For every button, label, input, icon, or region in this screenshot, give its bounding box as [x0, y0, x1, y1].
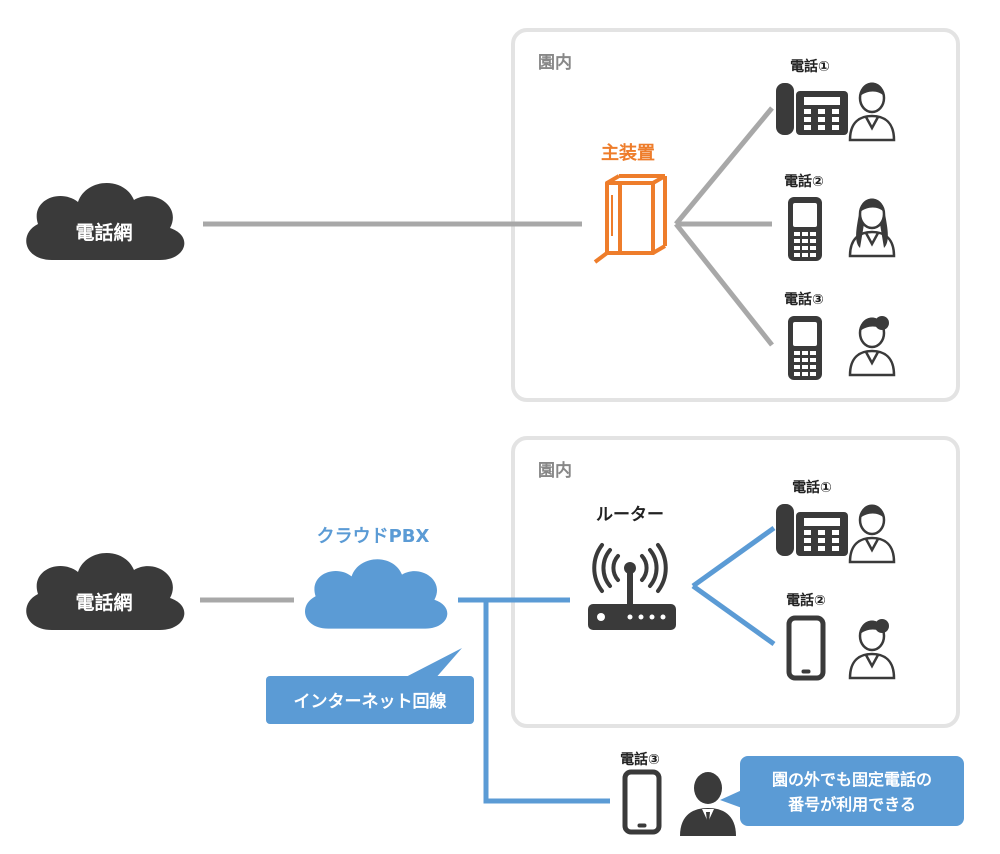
- top-person-3: [848, 316, 896, 377]
- outside-phone-label: 電話③: [620, 751, 660, 768]
- top-phone-2-label: 電話②: [784, 173, 824, 190]
- router-branch-lines: [691, 525, 776, 647]
- top-phone-3: [788, 316, 822, 380]
- bottom-zone-box: [511, 436, 960, 728]
- outside-note-line1: 園の外でも固定電話の: [772, 770, 932, 789]
- top-phone-3-label: 電話③: [784, 291, 824, 308]
- bottom-network-label: 電話網: [75, 591, 132, 614]
- bottom-person-2: [848, 619, 896, 680]
- bottom-network-cloud: 電話網: [26, 552, 185, 630]
- top-network-label: 電話網: [75, 221, 132, 244]
- top-zone-label: 園内: [538, 52, 572, 73]
- bottom-phone-1-label: 電話①: [792, 479, 832, 496]
- cloud-pbx-label: クラウドPBX: [317, 526, 430, 547]
- top-branch-lines: [674, 106, 774, 347]
- mobile-phone-icon: [788, 197, 822, 261]
- internet-lines: [458, 597, 610, 804]
- pbx-device-icon: [593, 174, 667, 264]
- outside-note-callout: 園の外でも固定電話の 番号が利用できる: [720, 756, 964, 826]
- top-zone-box: [511, 28, 960, 402]
- top-device-label: 主装置: [601, 142, 655, 164]
- top-network-cloud: 電話網: [26, 182, 185, 260]
- top-person-2: [848, 197, 896, 258]
- router-label: ルーター: [596, 505, 664, 525]
- mobile-phone-icon: [788, 316, 822, 380]
- top-phone-2: [788, 197, 822, 261]
- router-icon: [588, 543, 676, 630]
- outside-note-line2: 番号が利用できる: [787, 795, 916, 814]
- internet-callout: インターネット回線: [266, 648, 474, 724]
- internet-label: インターネット回線: [294, 691, 447, 712]
- smartphone-icon: [625, 772, 659, 832]
- bottom-zone-label: 園内: [538, 460, 572, 481]
- outside-person: [680, 772, 736, 836]
- cloud-pbx: [305, 559, 448, 629]
- top-phone-1-label: 電話①: [790, 58, 830, 75]
- outside-phone: [625, 772, 659, 832]
- bottom-phone-2-label: 電話②: [786, 592, 826, 609]
- cloud-icon: [305, 559, 448, 629]
